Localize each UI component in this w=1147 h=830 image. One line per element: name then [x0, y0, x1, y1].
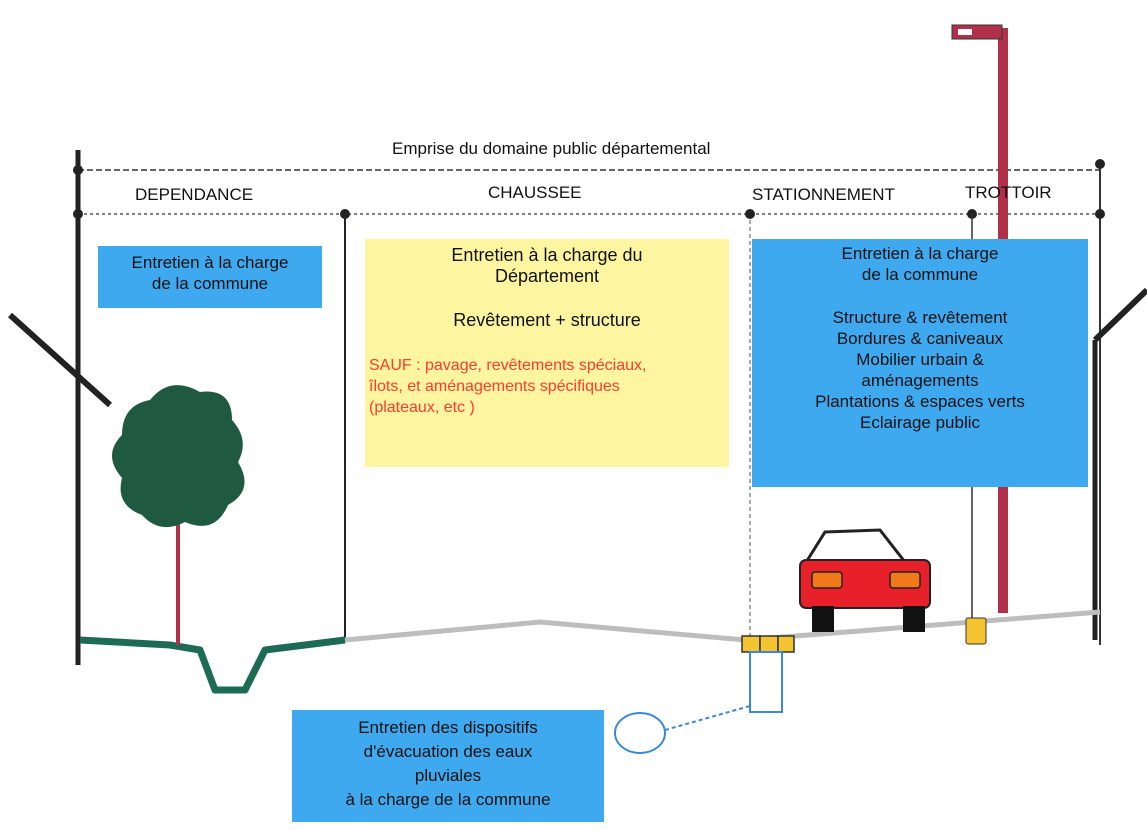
trottoir-item-2: Bordures & caniveaux	[836, 329, 1004, 348]
trottoir-kerb	[965, 617, 987, 645]
trottoir-line-1: Entretien à la charge	[841, 244, 999, 263]
evacuation-line-4: à la charge de la commune	[345, 790, 551, 809]
zone-label-dependance: DEPENDANCE	[135, 185, 254, 204]
evacuation-line-2: d'évacuation des eaux	[363, 742, 533, 761]
exception-line-1: SAUF : pavage, revêtements spéciaux,	[369, 357, 647, 374]
boundary-markers	[73, 159, 1105, 219]
chaussee-line-1: Entretien à la charge du	[451, 245, 643, 265]
trottoir-item-4: aménagements	[861, 371, 979, 390]
trottoir-items: Structure & revêtement Bordures & canive…	[752, 307, 1088, 433]
dependance-line-1: Entretien à la charge	[131, 253, 289, 272]
trottoir-item-5: Plantations & espaces verts	[815, 392, 1025, 411]
exception-line-3: (plateaux, etc )	[369, 399, 475, 416]
trottoir-item-3: Mobilier urbain &	[856, 350, 984, 369]
zone-label-chaussee: CHAUSSEE	[488, 183, 582, 202]
left-building-roof	[7, 312, 113, 408]
callout-circle	[614, 712, 666, 754]
car-icon	[799, 528, 931, 632]
gutter-blocks	[741, 635, 795, 653]
ditch-ground	[79, 636, 346, 694]
dependance-maintenance-box: Entretien à la charge de la commune	[98, 246, 322, 308]
callout-line	[664, 705, 751, 731]
evacuation-line-3: pluviales	[414, 766, 482, 785]
evacuation-line-1: Entretien des dispositifs	[358, 718, 538, 737]
chaussee-line-3: Revêtement + structure	[453, 310, 641, 330]
chaussee-exceptions: SAUF : pavage, revêtements spéciaux, îlo…	[365, 355, 729, 418]
zone-label-stationnement: STATIONNEMENT	[752, 185, 895, 204]
trottoir-line-2: de la commune	[861, 265, 979, 284]
dependance-line-2: de la commune	[151, 274, 269, 293]
trottoir-maintenance-box: Entretien à la charge de la commune Stru…	[752, 239, 1088, 487]
tree-icon	[112, 385, 245, 645]
road-surface	[344, 609, 1101, 643]
drain-pipe-icon	[749, 651, 783, 713]
chaussee-line-2: Département	[494, 266, 600, 286]
right-building-roof	[1092, 287, 1147, 343]
exception-line-2: îlots, et aménagements spécifiques	[369, 378, 620, 395]
evacuation-maintenance-box: Entretien des dispositifs d'évacuation d…	[292, 710, 604, 822]
chaussee-maintenance-box: Entretien à la charge du Département Rev…	[365, 239, 729, 467]
zone-label-trottoir: TROTTOIR	[965, 183, 1052, 202]
domain-title: Emprise du domaine public départemental	[392, 139, 711, 158]
trottoir-item-1: Structure & revêtement	[832, 308, 1008, 327]
trottoir-item-6: Eclairage public	[859, 413, 980, 432]
